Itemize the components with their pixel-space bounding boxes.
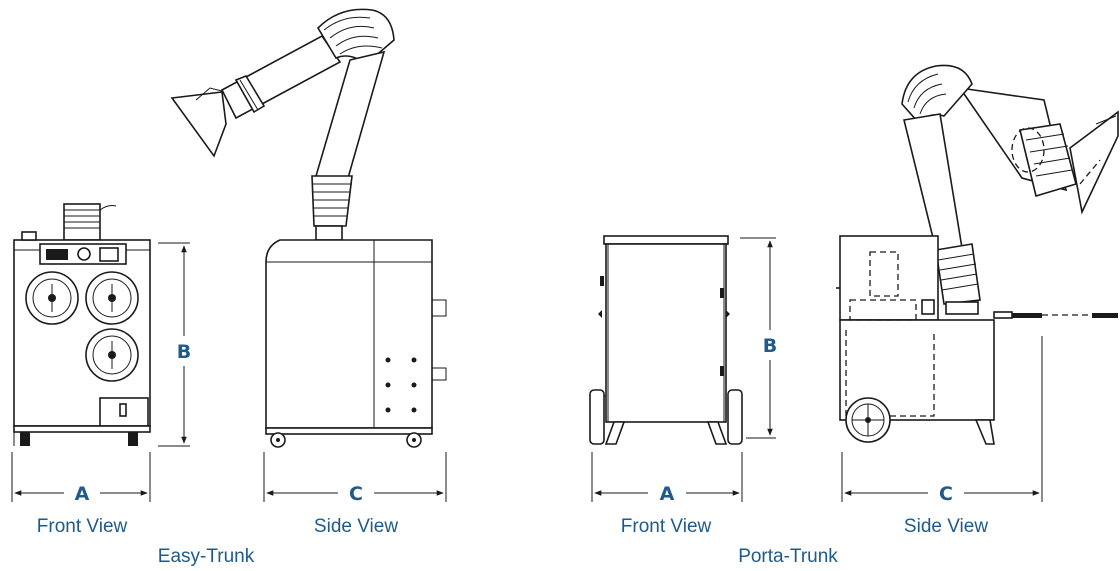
porta-trunk-side-view-drawing (836, 64, 1119, 445)
easy-trunk-front-view-drawing (13, 203, 151, 446)
easy-trunk-side-view-label: Side View (314, 516, 398, 537)
easy-trunk-dim-b-label: B (177, 341, 191, 363)
porta-trunk-front-view-label: Front View (621, 516, 712, 537)
easy-trunk-dim-c-label: C (349, 483, 363, 505)
porta-trunk-dim-b-label: B (763, 335, 777, 357)
easy-trunk-dim-a-label: A (75, 483, 90, 505)
easy-trunk-front-view-label: Front View (37, 516, 128, 537)
porta-trunk-side-view-label: Side View (904, 516, 988, 537)
easy-trunk-side-view-drawing (170, 8, 447, 448)
porta-trunk-front-view-drawing (589, 235, 743, 445)
porta-trunk-dim-c-label: C (939, 483, 953, 505)
easy-trunk-dim-b (158, 242, 190, 447)
easy-trunk-front-dim-a (11, 452, 151, 502)
easy-trunk-product-label: Easy-Trunk (158, 546, 255, 567)
porta-trunk-dim-a-label: A (660, 483, 675, 505)
porta-trunk-front-dim-a (591, 452, 743, 502)
porta-trunk-product-label: Porta-Trunk (738, 546, 838, 567)
porta-trunk-dim-b (740, 237, 776, 439)
easy-trunk-side-dim-c (263, 452, 447, 502)
porta-trunk-side-dim-c (841, 336, 1043, 502)
